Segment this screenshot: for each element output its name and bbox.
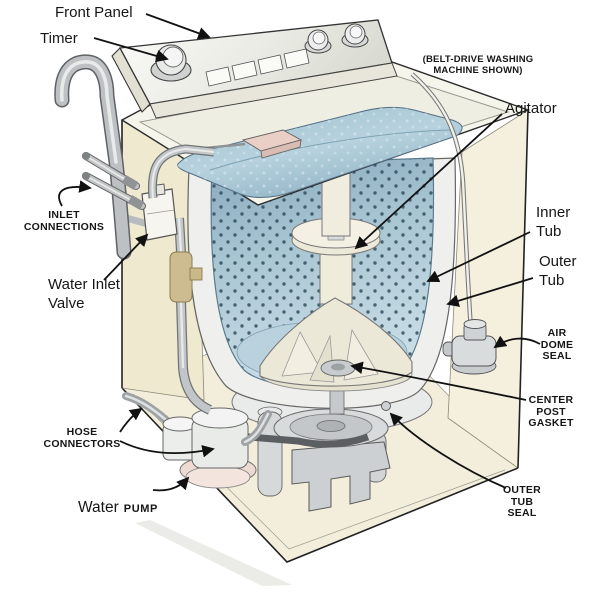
- floor-shadow: [135, 520, 292, 586]
- drain-hose-shape: [54, 54, 132, 260]
- label-center-post-gasket: CENTER POST GASKET: [528, 394, 574, 429]
- leader-arrows: [58, 13, 541, 492]
- label-hose-connectors: HOSE CONNECTORS: [43, 426, 121, 450]
- air-dome-seal-shape: [410, 72, 497, 375]
- label-front-panel: Front Panel: [55, 4, 133, 21]
- standpipe-and-valve: [125, 183, 213, 415]
- label-timer: Timer: [40, 30, 78, 47]
- label-outer-tub: Outer Tub: [539, 253, 577, 289]
- label-water-inlet-valve: Water Inlet Valve: [48, 276, 120, 312]
- label-air-dome-seal: AIR DOME SEAL: [540, 327, 574, 362]
- panel-knob: [341, 23, 369, 48]
- label-agitator: Agitator: [505, 100, 557, 117]
- label-belt-drive-note: (BELT-DRIVE WASHING MACHINE SHOWN): [422, 54, 534, 76]
- panel-knob: [304, 29, 332, 54]
- fill-pipe: [147, 144, 215, 199]
- label-inner-tub: Inner Tub: [536, 204, 571, 240]
- label-water-pump-word: Water: [78, 499, 119, 516]
- label-water-pump-caps: PUMP: [123, 503, 158, 515]
- control-panel-shape: [111, 19, 398, 119]
- label-outer-tub-seal: OUTER TUB SEAL: [503, 484, 541, 519]
- label-inlet-connections: INLET CONNECTIONS: [23, 209, 105, 233]
- timer-knob: [150, 44, 192, 82]
- inlet-hoses-shape: [82, 152, 146, 210]
- label-water-pump: Water PUMP: [78, 481, 158, 517]
